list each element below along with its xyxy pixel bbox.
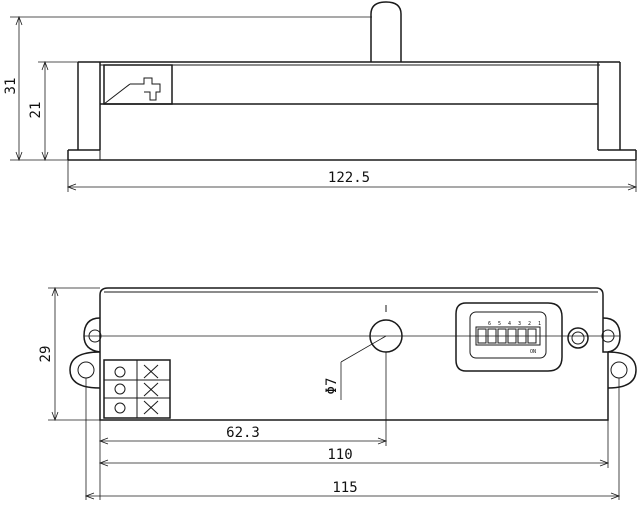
terminal-block-side (103, 64, 173, 105)
dim-body-length: 110 (327, 447, 352, 463)
dim-body-height: 21 (28, 102, 44, 119)
dip-number-6: 6 (488, 321, 491, 327)
dim-hole-offset: 62.3 (226, 425, 260, 441)
terminal-block (103, 359, 171, 419)
dip-number-3: 3 (518, 321, 521, 327)
body-outline (99, 287, 609, 421)
dip-number-2: 2 (528, 321, 531, 327)
mounting-ear-left (83, 317, 101, 353)
dim-hole-diameter: Φ7 (324, 378, 340, 395)
dim-length-side: 122.5 (328, 170, 370, 186)
dip-number-1: 1 (538, 321, 541, 327)
dim-height-top: 29 (38, 346, 54, 363)
dip-on-label: ON (530, 349, 536, 355)
side-view (10, 1, 638, 192)
dip-switch (455, 302, 563, 372)
dim-total-length: 115 (332, 480, 357, 496)
led-indicator (567, 327, 589, 349)
dim-total-height: 31 (3, 78, 19, 95)
dip-number-4: 4 (508, 321, 511, 327)
dip-number-5: 5 (498, 321, 501, 327)
top-view: 1 2 3 4 5 6 ON (48, 286, 637, 500)
antenna (370, 1, 402, 62)
mounting-ear-right (602, 317, 621, 353)
